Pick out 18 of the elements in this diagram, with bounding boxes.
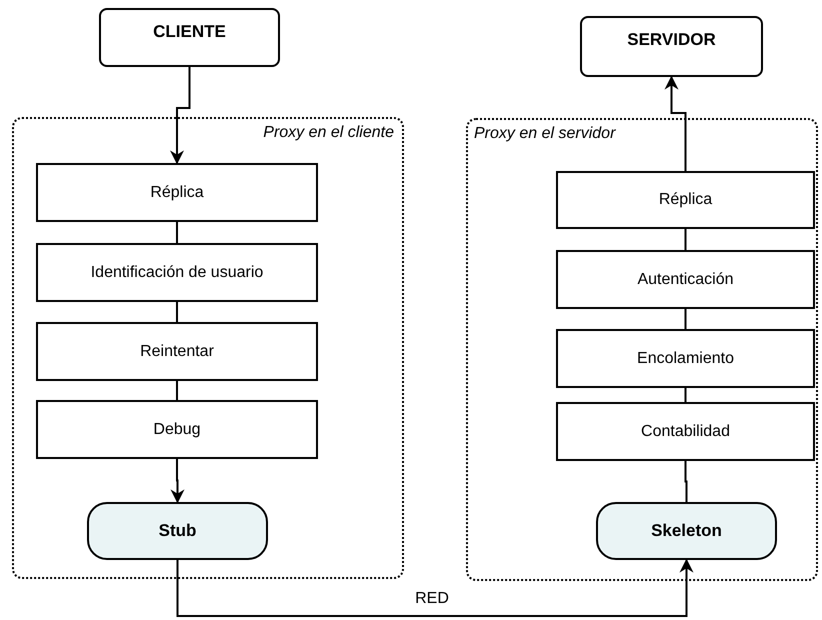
process-box: Encolamiento — [556, 329, 815, 388]
process-box: Contabilidad — [556, 402, 815, 461]
connector-arrow — [176, 558, 694, 617]
process-box: Autenticación — [556, 250, 815, 309]
connector-arrow — [664, 76, 686, 171]
process-box: Réplica — [556, 171, 815, 229]
rounded-box: Stub — [87, 502, 268, 560]
terminal-box: SERVIDOR — [580, 16, 763, 77]
process-box: Réplica — [36, 163, 318, 222]
connector-arrow — [170, 67, 190, 164]
dotted-group-box: Proxy en el cliente Réplica Identificación de usuario Reintentar Debug Stub — [12, 117, 404, 579]
terminal-box: CLIENTE — [99, 8, 280, 67]
process-box: Reintentar — [36, 322, 318, 381]
dotted-group-box: Proxy en el servidor Réplica Autenticación Encolamiento Contabilidad Skeleton — [466, 118, 818, 581]
process-box: Identificación de usuario — [36, 243, 318, 302]
process-box: Debug — [36, 400, 318, 459]
connector-arrow — [170, 459, 184, 504]
rounded-box: Skeleton — [596, 502, 777, 560]
